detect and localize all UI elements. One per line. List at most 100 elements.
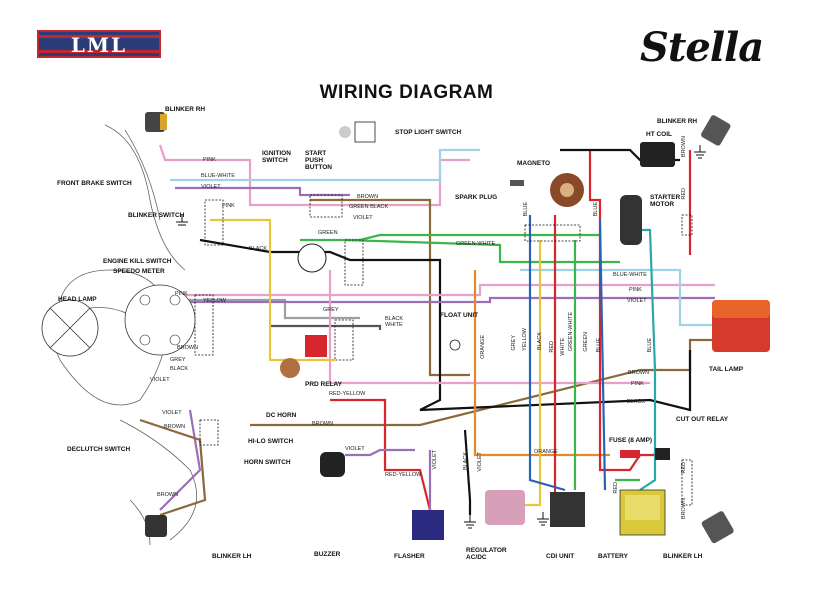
label-blinker-rh-rear: BLINKER RH (657, 118, 698, 125)
label-head-lamp: HEAD LAMP (58, 296, 97, 303)
wire-yellow-1 (210, 218, 335, 362)
stella-logo: Stella (640, 24, 764, 71)
wire-label-grey-v: GREY (511, 335, 517, 351)
wire-label-violet-1: VIOLET (201, 184, 221, 190)
wire-label-black-v1: BLACK (537, 332, 543, 351)
wire-label-violet-6: VIOLET (627, 298, 647, 304)
label-engine-kill-switch: ENGINE KILL SWITCH (103, 258, 172, 265)
wire-label-brown-v1: BROWN (681, 136, 687, 158)
wire-label-brown-6: BROWN (628, 370, 650, 376)
wire-red-1 (553, 215, 561, 511)
wire-label-grey-1: GREY (323, 307, 339, 313)
wire-label-brown-2: BROWN (177, 345, 199, 351)
label-ignition-switch: IGNITION SWITCH (262, 150, 291, 164)
wire-label-brown-4: BROWN (312, 421, 334, 427)
wire-grey (175, 298, 360, 320)
label-hi-lo-switch: HI-LO SWITCH (248, 438, 294, 445)
wire-brown-bottom (250, 338, 715, 427)
label-flasher: FLASHER (394, 553, 425, 560)
wire-label-white-v: WHITE (560, 338, 566, 356)
wire-label-brown-5: BROWN (157, 492, 179, 498)
label-magneto: MAGNETO (517, 160, 551, 167)
wire-violet-flasher (424, 450, 432, 516)
wire-label-blue-white-1: BLUE-WHITE (201, 173, 235, 179)
wire-green-white (344, 238, 620, 264)
label-declutch-switch: DECLUTCH SWITCH (67, 446, 131, 453)
label-start-push-button: START PUSH BUTTON (305, 150, 332, 171)
label-stop-light-switch: STOP LIGHT SWITCH (395, 129, 462, 136)
component-flasher (412, 510, 444, 540)
component-float-unit (449, 339, 461, 351)
wire-label-violet-3: VIOLET (150, 377, 170, 383)
wire-label-blue-white-2: BLUE-WHITE (613, 272, 647, 278)
component-ht-coil (640, 142, 675, 167)
wire-violet-buzzer (345, 448, 415, 457)
wire-black-bottom (419, 350, 692, 412)
wire-pink-bottom (328, 270, 650, 385)
label-cut-out-relay: CUT OUT RELAY (676, 416, 729, 423)
wire-label-red-v1: RED (681, 188, 687, 200)
wire-label-red-v4: RED (681, 462, 687, 474)
wire-label-brown-v2: BROWN (681, 498, 687, 520)
component-head-lamp (41, 299, 99, 357)
ground-symbols (176, 145, 706, 529)
wire-label-violet-5: VIOLET (345, 446, 365, 452)
wire-label-orange-v: ORANGE (480, 335, 486, 359)
wire-label-pink-5: PINK (631, 381, 644, 387)
component-cdi-unit (550, 492, 585, 527)
component-dc-horn (280, 358, 300, 378)
page-title: WIRING DIAGRAM (319, 82, 494, 103)
wire-label-red-v2: RED (549, 341, 555, 353)
wire-label-yellow-v: YELLOW (522, 328, 528, 351)
component-ignition-switch (297, 243, 327, 273)
wire-label-black-v2: BLACK (463, 452, 469, 471)
component-buzzer (320, 452, 345, 477)
wire-pink-long (175, 283, 715, 297)
label-tail-lamp: TAIL LAMP (709, 366, 744, 373)
wire-label-red-yellow-1: RED-YELLOW (329, 391, 366, 397)
wire-blue-1 (528, 215, 566, 492)
wire-label-pink-4: PINK (629, 287, 642, 293)
component-spark-plug (510, 180, 524, 186)
label-blinker-rh-front: BLINKER RH (165, 106, 206, 113)
wire-label-orange-1: ORANGE (534, 449, 558, 455)
label-dc-horn: DC HORN (266, 412, 297, 419)
wire-black-white (270, 324, 382, 330)
label-front-brake-switch: FRONT BRAKE SWITCH (57, 180, 132, 187)
wire-label-pink-1: PINK (203, 157, 216, 163)
component-magneto (550, 173, 584, 207)
wire-violet-blinker-lh (159, 409, 202, 511)
lml-logo: LML (37, 30, 161, 58)
wire-teal (639, 228, 657, 491)
wire-label-brown-1: BROWN (357, 194, 379, 200)
wire-label-pink-3: PINK (175, 291, 188, 297)
wire-yellow-2 (520, 240, 542, 507)
label-speedo-meter: SPEEDO METER (113, 268, 165, 275)
wire-blue-2 (598, 219, 607, 491)
component-speedo-meter (124, 284, 196, 356)
wire-label-violet-v2: VIOLET (477, 452, 483, 472)
wire-black-ground (463, 429, 472, 515)
component-prd-relay (305, 335, 327, 357)
component-blinker-lh-front (145, 515, 167, 537)
label-regulator: REGULATOR AC/DC (466, 547, 507, 561)
wire-label-grey-2: GREY (170, 357, 186, 363)
label-blinker-switch: BLINKER SWITCH (128, 212, 185, 219)
component-cut-out-relay (655, 448, 670, 460)
wire-label-blue-v1: BLUE (523, 202, 529, 217)
wire-label-green-white-1: GREEN-WHITE (456, 241, 496, 247)
label-prd-relay: PRD RELAY (305, 381, 342, 388)
label-cdi-unit: CDI UNIT (546, 553, 575, 560)
label-starter-motor: STARTER MOTOR (650, 194, 681, 208)
label-blinker-lh-front: BLINKER LH (212, 553, 252, 560)
wire-green-ign (300, 233, 600, 242)
wire-label-black-2: BLACK (170, 366, 189, 372)
label-float-unit: FLOAT UNIT (440, 312, 479, 319)
lml-logo-text: LML (70, 33, 128, 57)
component-regulator (485, 490, 525, 525)
label-horn-switch: HORN SWITCH (244, 459, 291, 466)
wire-label-green-1: GREEN (318, 230, 338, 236)
wire-red-yellow (330, 398, 432, 511)
